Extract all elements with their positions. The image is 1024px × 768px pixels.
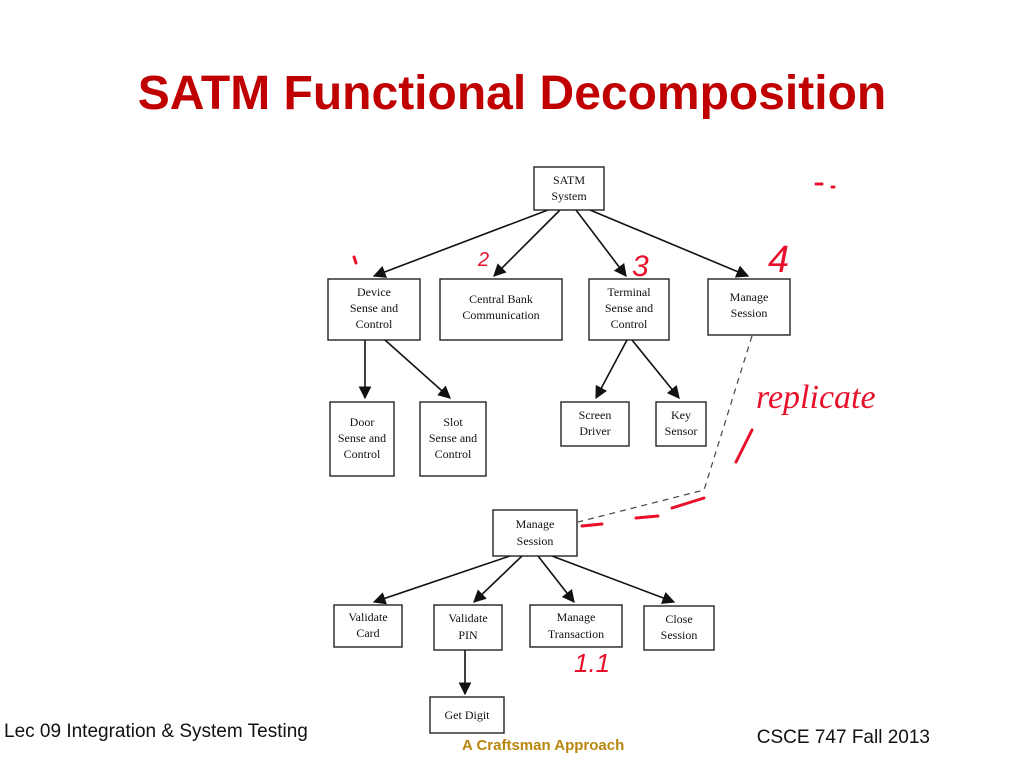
node-satm-system-line2: System — [551, 189, 587, 203]
node-validate-pin-line2: PIN — [458, 628, 478, 642]
node-key-sensor-line2: Sensor — [665, 424, 698, 438]
edge-terminal-key — [631, 339, 680, 399]
footer-lecture-label: Lec 09 Integration & System Testing — [4, 721, 308, 742]
node-get-digit-line1: Get Digit — [445, 708, 491, 722]
slide-title: SATM Functional Decomposition — [137, 67, 887, 120]
node-manage-session-sub-line1: Manage — [516, 517, 555, 531]
edge-terminal-screen — [595, 339, 628, 400]
node-device-sense-line3: Control — [356, 317, 393, 331]
node-screen-driver-line1: Screen — [579, 408, 612, 422]
node-close-session-line1: Close — [665, 612, 692, 626]
node-slot-sense-line3: Control — [435, 447, 472, 461]
diagram-edges — [358, 209, 753, 696]
node-manage-session-top-line1: Manage — [730, 290, 769, 304]
node-door-sense-line1: Door — [350, 415, 375, 429]
node-manage-session-top-line2: Session — [731, 306, 768, 320]
edge-device-slot — [384, 339, 451, 399]
node-manage-transaction-line2: Transaction — [548, 627, 604, 641]
node-key-sensor-line1: Key — [671, 408, 691, 422]
handwritten-annotations: 2 3 4 replicate 1.1 — [352, 182, 876, 678]
ink-dash-1 — [580, 522, 604, 528]
node-terminal-sense-line3: Control — [611, 317, 648, 331]
edge-ms-managetransaction — [537, 555, 575, 604]
node-slot-sense-line2: Sense and — [429, 431, 477, 445]
edge-satm-centralbank — [493, 209, 561, 277]
node-satm-system-line1: SATM — [553, 173, 585, 187]
ink-bracket-line — [734, 428, 754, 464]
node-device-sense-line2: Sense and — [350, 301, 398, 315]
edge-ms-closesession — [551, 555, 676, 604]
edge-ms-validatepin — [473, 555, 523, 603]
node-central-bank-line1: Central Bank — [469, 292, 533, 306]
node-device-sense-line1: Device — [357, 285, 391, 299]
node-satm-system: SATM System — [533, 166, 605, 211]
node-manage-transaction-line1: Manage — [557, 610, 596, 624]
node-validate-card-line1: Validate — [348, 610, 387, 624]
ink-number-2: 2 — [477, 249, 489, 271]
node-get-digit: Get Digit — [429, 696, 505, 734]
node-slot-sense-line1: Slot — [443, 415, 463, 429]
node-door-sense-line3: Control — [344, 447, 381, 461]
ink-dash-3 — [670, 496, 706, 510]
ink-tick-1 — [352, 255, 358, 265]
node-central-bank-line2: Communication — [462, 308, 539, 322]
edge-satm-device — [372, 209, 549, 278]
replicate-dashed-link — [577, 335, 753, 523]
footer-book-subtitle: A Craftsman Approach — [462, 737, 625, 754]
ink-dash-2 — [634, 514, 660, 520]
svg-text:Get Digit: Get Digit — [445, 708, 491, 722]
ink-dots — [814, 182, 836, 189]
ink-number-4: 4 — [768, 239, 789, 281]
node-screen-driver-line2: Driver — [579, 424, 610, 438]
node-validate-card-line2: Card — [356, 626, 379, 640]
footer-course-label: CSCE 747 Fall 2013 — [756, 727, 930, 748]
node-door-sense-line2: Sense and — [338, 431, 386, 445]
edge-ms-validatecard — [372, 555, 511, 605]
edge-satm-managesession — [589, 209, 750, 278]
edge-satm-terminal — [575, 209, 627, 278]
node-terminal-sense-line2: Sense and — [605, 301, 653, 315]
ink-label-1-1: 1.1 — [574, 648, 610, 678]
ink-note-replicate: replicate — [756, 379, 876, 416]
node-close-session-line2: Session — [661, 628, 698, 642]
node-validate-pin-line1: Validate — [448, 611, 487, 625]
ink-number-3: 3 — [632, 250, 649, 283]
node-terminal-sense-line1: Terminal — [607, 285, 651, 299]
node-manage-session-sub-line2: Session — [517, 534, 554, 548]
